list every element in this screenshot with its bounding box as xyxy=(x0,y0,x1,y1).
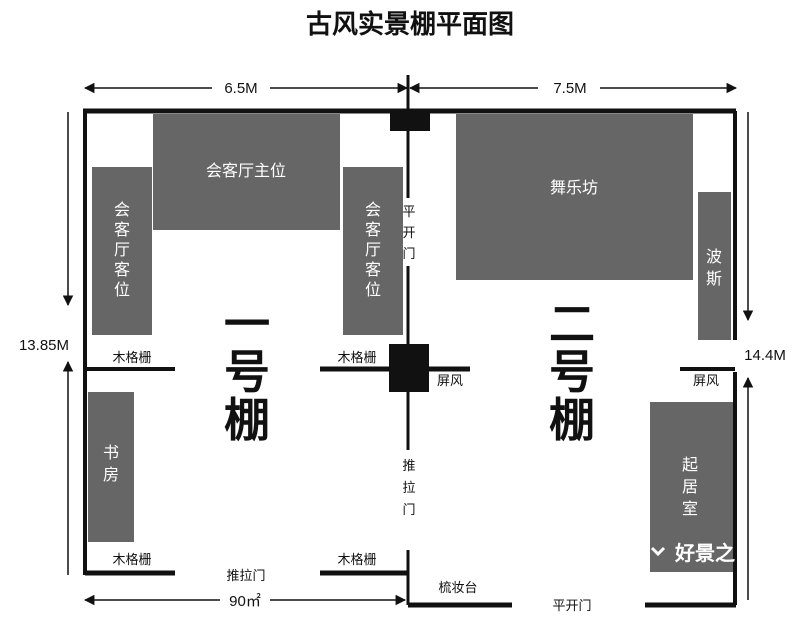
watermark-text: 好景之 xyxy=(674,541,735,565)
screen-left-label: 屏风 xyxy=(437,374,463,389)
study-label: 书 房 xyxy=(103,443,119,484)
reception-guest-right-char: 位 xyxy=(365,280,381,299)
reception-main-label: 会客厅主位 xyxy=(206,161,286,180)
width-left-label: 6.5M xyxy=(224,80,257,97)
reception-guest-right-label: 会 客 厅 客 位 xyxy=(365,200,381,299)
sliding-door-char: 推 xyxy=(402,459,415,474)
sliding-door-middle-label: 推 拉 门 xyxy=(402,459,415,518)
living-room-label: 起 居 室 xyxy=(682,455,698,518)
lattice-bottom-mid-label: 木格栅 xyxy=(337,552,376,568)
reception-guest-left-char: 厅 xyxy=(114,240,130,259)
reception-guest-right-char: 客 xyxy=(365,260,381,279)
reception-guest-right-room xyxy=(343,167,403,335)
studio-2-label: 二 号 棚 xyxy=(549,297,595,447)
studio-1-char: 一 xyxy=(224,297,270,351)
reception-guest-left-label: 会 客 厅 客 位 xyxy=(114,200,130,299)
reception-guest-left-char: 客 xyxy=(114,260,130,279)
sliding-door-bottom-label: 推拉门 xyxy=(226,569,265,584)
reception-guest-right-char: 厅 xyxy=(365,240,381,259)
sliding-door-char: 拉 xyxy=(402,481,415,496)
lattice-top-left-label: 木格栅 xyxy=(112,350,151,366)
persia-room xyxy=(698,192,731,340)
studio-1-char: 棚 xyxy=(224,393,270,447)
studio-2-char: 棚 xyxy=(549,393,595,447)
living-room-char: 室 xyxy=(682,499,698,518)
reception-guest-left-char: 位 xyxy=(114,280,130,299)
swing-door-opening xyxy=(399,198,419,266)
persia-char: 波 xyxy=(706,247,722,266)
dance-hall-label: 舞乐坊 xyxy=(550,178,598,197)
swing-door-char: 开 xyxy=(402,226,415,241)
swing-door-bottom-label: 平开门 xyxy=(552,599,591,614)
lattice-bottom-left-label: 木格栅 xyxy=(112,552,151,568)
dance-hall-room xyxy=(456,114,693,280)
dresser-label: 梳妆台 xyxy=(438,581,477,596)
plan-title: 古风实景棚平面图 xyxy=(306,9,514,40)
pillar-top xyxy=(390,111,430,131)
watermark-logo-icon xyxy=(650,546,666,557)
reception-guest-right-char: 客 xyxy=(365,220,381,239)
swing-door-char: 门 xyxy=(402,247,415,262)
reception-guest-right-char: 会 xyxy=(365,200,381,219)
width-right-label: 7.5M xyxy=(553,80,586,97)
swing-door-middle-label: 平 开 门 xyxy=(402,205,415,262)
living-room-char: 居 xyxy=(682,477,698,496)
studio-1-label: 一 号 棚 xyxy=(224,297,270,447)
living-room-char: 起 xyxy=(682,455,698,474)
studio-2-char: 号 xyxy=(549,345,595,399)
reception-guest-left-char: 客 xyxy=(114,220,130,239)
watermark: 好景之 xyxy=(650,541,735,565)
height-right-label: 14.4M xyxy=(744,347,786,364)
reception-guest-left-room xyxy=(92,167,152,335)
area-label: 90㎡ xyxy=(229,593,261,610)
living-room xyxy=(650,402,733,572)
sliding-door-opening xyxy=(399,450,419,550)
screen-right-label: 屏风 xyxy=(693,374,719,389)
lattice-top-mid-label: 木格栅 xyxy=(337,350,376,366)
persia-char: 斯 xyxy=(706,269,722,288)
studio-2-char: 二 xyxy=(549,297,595,351)
sliding-door-char: 门 xyxy=(402,503,415,518)
swing-door-char: 平 xyxy=(402,205,415,220)
height-left-label: 13.85M xyxy=(19,337,69,354)
reception-main-room xyxy=(153,114,340,230)
reception-guest-left-char: 会 xyxy=(114,200,130,219)
persia-label: 波 斯 xyxy=(706,247,722,288)
study-char: 房 xyxy=(103,465,119,484)
study-room xyxy=(88,392,134,542)
studio-1-char: 号 xyxy=(224,345,270,399)
study-char: 书 xyxy=(103,443,119,462)
